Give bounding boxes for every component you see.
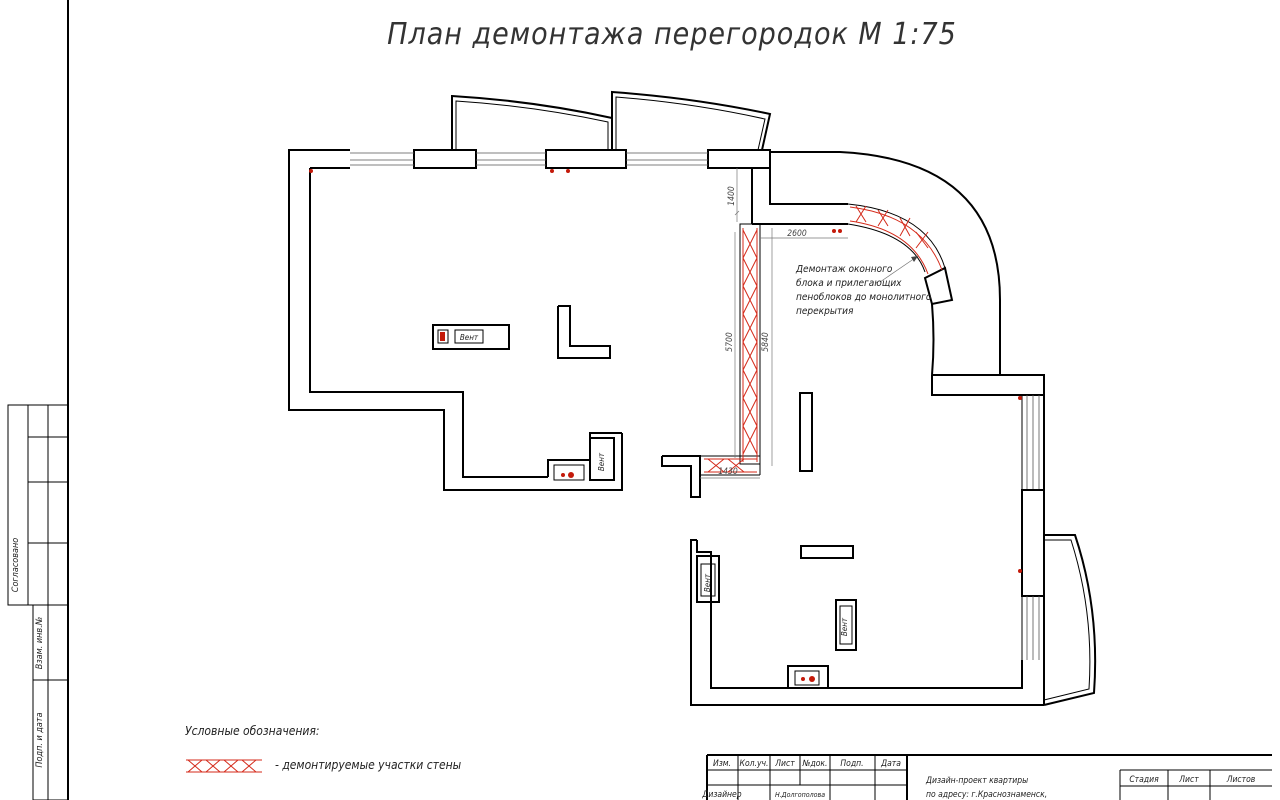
svg-text:Изм.: Изм. xyxy=(713,759,731,769)
legend-heading: Условные обозначения: xyxy=(185,724,320,738)
svg-text:Дизайн-проект квартиры: Дизайн-проект квартиры xyxy=(925,776,1028,786)
svg-text:Стадия: Стадия xyxy=(1129,775,1159,785)
svg-text:перекрытия: перекрытия xyxy=(796,306,854,317)
svg-text:Демонтаж оконного: Демонтаж оконного xyxy=(795,264,893,275)
plan-title: План демонтажа перегородок М 1:75 xyxy=(387,17,957,52)
vent-label: Вент xyxy=(460,333,479,342)
demolition-hatching xyxy=(704,205,943,473)
svg-text:Н.Долгополова: Н.Долгополова xyxy=(775,791,825,799)
dimension-lines xyxy=(700,168,848,479)
svg-text:Взам. инв.№: Взам. инв.№ xyxy=(35,616,45,669)
svg-text:№док.: №док. xyxy=(802,759,828,769)
legend: Условные обозначения: - демонтируемые уч… xyxy=(185,724,462,773)
dimension-5700: 5700 xyxy=(725,332,735,352)
svg-text:пеноблоков до монолитного: пеноблоков до монолитного xyxy=(796,291,932,303)
walls xyxy=(288,90,1097,706)
side-approval-stamp: Согласовано Взам. инв.№ Подп. и дата xyxy=(7,404,69,800)
svg-text:Подп.: Подп. xyxy=(840,759,863,769)
demolition-callout: Демонтаж оконного блока и прилегающих пе… xyxy=(795,255,932,317)
legend-item-label: - демонтируемые участки стены xyxy=(275,758,462,772)
svg-text:по адресу: г.Краснознаменск,: по адресу: г.Краснознаменск, xyxy=(926,790,1047,800)
legend-demolition-symbol xyxy=(186,759,262,773)
svg-text:Согласовано: Согласовано xyxy=(11,538,21,592)
svg-text:Кол.уч.: Кол.уч. xyxy=(740,759,769,769)
vent-label: Вент xyxy=(597,452,606,471)
svg-text:блока и прилегающих: блока и прилегающих xyxy=(796,277,902,289)
dimension-1400: 1400 xyxy=(727,186,737,206)
vent-label: Вент xyxy=(840,617,849,636)
svg-text:Листов: Листов xyxy=(1226,775,1256,785)
svg-text:Лист: Лист xyxy=(774,759,795,769)
dimension-2600: 2600 xyxy=(787,229,807,239)
title-block: Изм. Кол.уч. Лист №док. Подп. Дата Дизай… xyxy=(701,754,1272,800)
vent-label: Вент xyxy=(703,573,712,592)
svg-text:Лист: Лист xyxy=(1178,775,1199,785)
dimension-1430: 1430 xyxy=(718,467,738,477)
dimension-5840: 5840 xyxy=(761,332,771,352)
marker-dots xyxy=(309,169,1022,682)
svg-text:Подп. и дата: Подп. и дата xyxy=(35,712,45,767)
svg-text:Дата: Дата xyxy=(880,759,901,769)
svg-text:Дизайнер: Дизайнер xyxy=(701,790,741,800)
vent-labels: Вент Вент Вент Вент xyxy=(460,333,849,636)
